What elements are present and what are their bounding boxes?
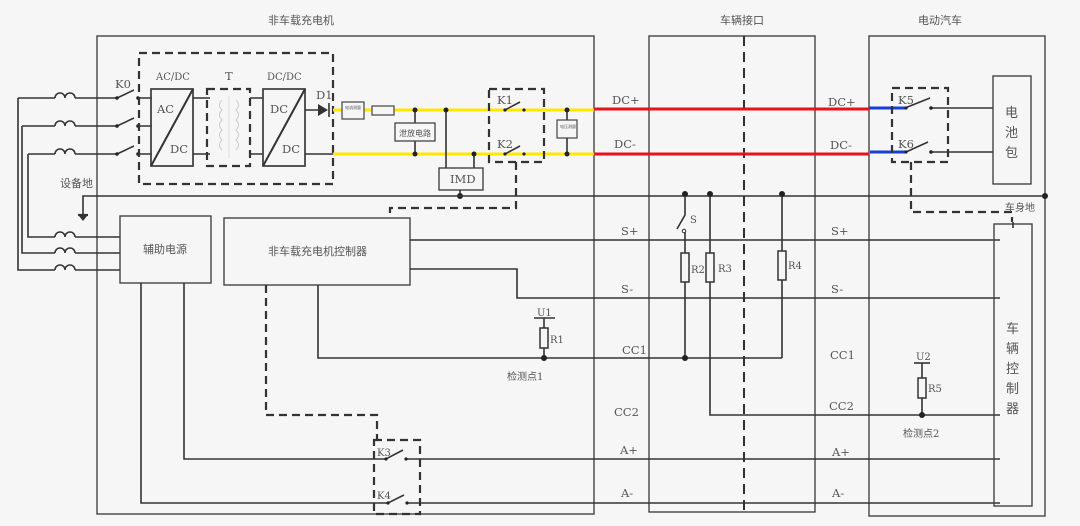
- svg-text:控: 控: [1006, 362, 1019, 377]
- svg-text:AC/DC: AC/DC: [155, 72, 190, 83]
- svg-text:电压测量: 电压测量: [560, 123, 576, 129]
- dc-fuse: [371, 105, 395, 116]
- detection-point-1: U1 R1 检测点1: [507, 308, 564, 383]
- svg-text:S: S: [690, 215, 697, 226]
- svg-text:非车载充电机控制器: 非车载充电机控制器: [268, 244, 367, 258]
- svg-text:U2: U2: [916, 352, 931, 363]
- fuse-icon: [54, 120, 76, 127]
- svg-text:DC: DC: [170, 142, 188, 156]
- svg-text:池: 池: [1005, 126, 1018, 141]
- dc-minus-label-charger: DC-: [614, 137, 636, 151]
- aux-contactors: K3 K4: [264, 285, 422, 516]
- protective-earth: 设备地 车身地: [60, 176, 1048, 221]
- k0-label: K0: [115, 77, 131, 91]
- svg-text:DC/DC: DC/DC: [267, 72, 302, 83]
- svg-text:R5: R5: [928, 384, 942, 395]
- svg-text:制: 制: [1006, 382, 1019, 397]
- svg-text:器: 器: [1006, 402, 1019, 417]
- voltage-measurement: 电压测量: [556, 107, 578, 157]
- svg-text:R4: R4: [788, 261, 802, 272]
- interface-title: 车辆接口: [720, 13, 764, 27]
- fuse-icon: [54, 92, 76, 99]
- svg-text:S-: S-: [831, 282, 843, 296]
- interface-frame: [648, 35, 816, 513]
- current-measurement: 电流测量: [341, 101, 365, 120]
- diode-icon: D1: [316, 88, 333, 117]
- svg-text:包: 包: [1005, 146, 1018, 161]
- ac-input: K0: [17, 77, 152, 271]
- svg-text:R2: R2: [691, 265, 705, 276]
- transformer: T: [205, 69, 252, 168]
- svg-text:T: T: [225, 69, 233, 83]
- svg-text:IMD: IMD: [450, 172, 476, 186]
- svg-text:K3: K3: [377, 448, 391, 459]
- aux-power-supply: 辅助电源: [119, 215, 212, 284]
- a-minus-line: [140, 283, 1000, 504]
- dc-plus-label-vehicle: DC+: [828, 95, 856, 109]
- vehicle-controller: 车 辆 控 制 器: [993, 222, 1033, 507]
- dcdc-converter: DC/DC DC DC: [262, 72, 306, 167]
- charger-frame: [96, 35, 595, 515]
- svg-text:K5: K5: [898, 93, 914, 107]
- dc-minus-label-vehicle: DC-: [830, 138, 852, 152]
- svg-text:U1: U1: [537, 308, 552, 319]
- svg-text:CC1: CC1: [622, 343, 647, 357]
- svg-text:S+: S+: [621, 224, 639, 238]
- dc-contactors: K1 K2: [388, 87, 546, 218]
- svg-text:泄放电路: 泄放电路: [399, 128, 431, 138]
- svg-text:AC: AC: [156, 102, 174, 116]
- svg-text:DC: DC: [282, 142, 300, 156]
- acdc-converter: AC/DC AC DC: [150, 72, 194, 167]
- aux-fuses: [54, 231, 120, 271]
- svg-text:A-: A-: [831, 486, 844, 500]
- svg-text:K4: K4: [377, 491, 391, 502]
- svg-text:检测点1: 检测点1: [507, 370, 543, 383]
- svg-text:A+: A+: [619, 443, 638, 457]
- svg-text:电: 电: [1005, 106, 1018, 121]
- charger-title: 非车载充电机: [268, 13, 334, 27]
- k0-switch-icon: [116, 89, 152, 155]
- svg-text:A+: A+: [831, 445, 850, 459]
- svg-text:R1: R1: [550, 335, 564, 346]
- battery-pack: 电 池 包: [992, 75, 1032, 185]
- svg-text:K1: K1: [497, 93, 513, 107]
- svg-text:K2: K2: [497, 137, 513, 151]
- svg-text:A-: A-: [620, 486, 633, 500]
- svg-text:CC1: CC1: [830, 348, 855, 362]
- svg-text:CC2: CC2: [614, 405, 639, 419]
- svg-text:CC2: CC2: [829, 399, 854, 413]
- equipment-ground-label: 设备地: [60, 176, 93, 190]
- vehicle-title: 电动汽车: [918, 13, 962, 27]
- svg-text:S+: S+: [831, 224, 849, 238]
- body-ground-label: 车身地: [1005, 201, 1035, 214]
- a-plus-line: [183, 283, 1000, 460]
- bleeder-circuit: 泄放电路: [394, 107, 436, 157]
- cc1-line: [317, 285, 782, 359]
- svg-text:车: 车: [1006, 321, 1019, 337]
- imd-monitor: IMD: [438, 107, 484, 199]
- fuse-icon: [54, 148, 76, 155]
- detection-point-2: U2 R5 检测点2: [903, 352, 942, 440]
- svg-text:DC: DC: [270, 102, 288, 116]
- vehicle-contactors: K5 K6: [890, 86, 1014, 222]
- svg-text:S-: S-: [621, 282, 633, 296]
- charger-controller: 非车载充电机控制器: [223, 217, 411, 286]
- vehicle-frame: [868, 35, 1046, 517]
- s-minus-line: [410, 268, 1000, 299]
- svg-text:辆: 辆: [1006, 342, 1019, 357]
- power-module-group: [137, 51, 335, 186]
- dc-plus-label-charger: DC+: [612, 93, 640, 107]
- svg-text:R3: R3: [718, 264, 732, 275]
- svg-text:辅助电源: 辅助电源: [143, 242, 187, 256]
- svg-text:电流测量: 电流测量: [345, 104, 361, 110]
- svg-text:检测点2: 检测点2: [903, 427, 939, 440]
- interface-resistors: S R2 R3 R4: [676, 191, 1000, 416]
- svg-text:D1: D1: [316, 88, 333, 102]
- svg-text:K6: K6: [898, 137, 914, 151]
